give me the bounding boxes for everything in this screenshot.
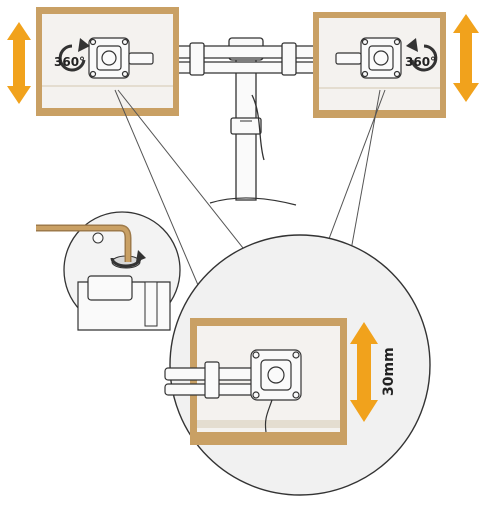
power-cable xyxy=(251,94,265,161)
vertical-arrow-right-icon xyxy=(453,14,479,102)
vertical-arrow-left-icon xyxy=(7,22,31,104)
rotation-label-right: 360° xyxy=(405,55,436,69)
hex-key-detail xyxy=(36,211,181,331)
rotate-right-icon xyxy=(406,38,438,72)
mount-base xyxy=(209,197,297,206)
vesa-plate-left xyxy=(88,37,130,79)
height-adjust-detail xyxy=(164,234,431,496)
rotate-left-icon xyxy=(58,38,90,72)
rotation-label-left: 360° xyxy=(54,55,85,69)
rotate-tool-icon xyxy=(110,257,142,268)
vertical-arrow-detail-icon xyxy=(350,322,378,422)
vesa-plate-detail xyxy=(250,349,302,401)
height-adjust-label: 30mm xyxy=(381,347,397,396)
vesa-plate-right xyxy=(360,37,402,79)
